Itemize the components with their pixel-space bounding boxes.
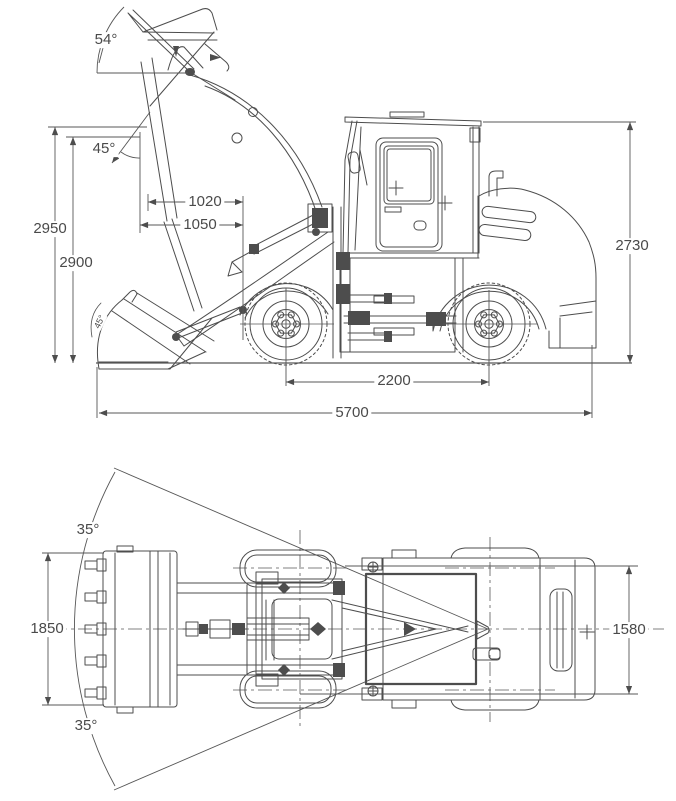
cross-mark [579,624,595,640]
label-overall-height: 2730 [612,238,652,254]
bucket-teeth [84,558,107,700]
label-articulation-lower: 35° [71,718,101,734]
angle-arc-45 [120,151,141,159]
label-overall-width: 1580 [609,622,649,638]
cross-mark [437,195,453,211]
top-view [28,467,664,791]
side-view-dimension-lines [48,6,636,418]
label-rollback-angle: 45° [89,141,119,157]
label-overall-length: 5700 [332,405,372,421]
cross-mark [388,180,404,196]
step [373,295,415,304]
counterweight [559,277,597,349]
cab [342,111,482,259]
label-hinge-pin-height: 2950 [30,221,70,237]
label-bucket-width: 1850 [27,621,67,637]
chassis-frame [239,206,547,359]
rear-wheel-edge [450,699,540,711]
exhaust-pipe [488,170,504,197]
label-reach-lower: 1050 [180,217,220,233]
bucket-top-view [84,545,178,714]
side-view [48,6,636,418]
articulation-fan [73,467,489,791]
articulation-hinge [336,252,350,270]
articulation-hinge [336,284,350,304]
bucket-raised [127,8,236,107]
label-articulation-upper: 35° [73,522,103,538]
grille [549,588,573,672]
rear-body-top-view [361,547,596,711]
boom-lowered [172,212,335,347]
top-view-dimension-lines [42,552,638,706]
step [373,327,415,336]
label-wheelbase: 2200 [374,373,414,389]
label-dump-angle-raised: 54° [91,32,121,48]
loader-arms-top-view [176,581,469,677]
front-frame-top-view [255,571,343,687]
engine-hood [477,170,597,349]
label-dump-height: 2900 [56,255,96,271]
latch [476,620,490,640]
bucket-ground [90,289,215,370]
bucket-cylinder-strut [140,57,203,312]
rear-wheel-edge [450,547,540,559]
top-view-centerlines [28,530,664,730]
front-fender [239,283,334,319]
label-reach-upper: 1020 [185,194,225,210]
